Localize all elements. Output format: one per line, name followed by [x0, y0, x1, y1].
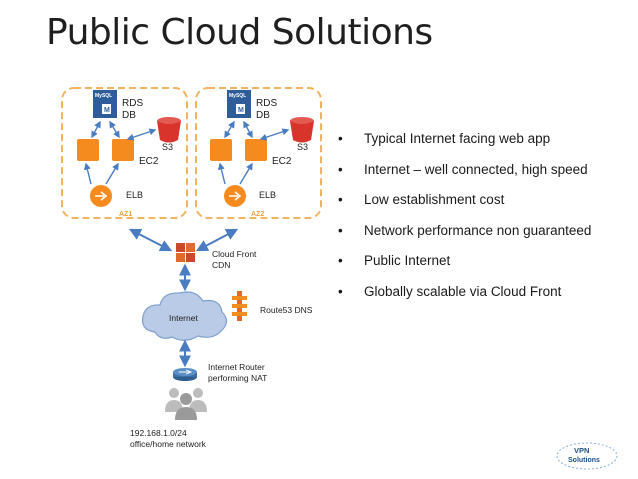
network-label: office/home network	[130, 439, 207, 449]
svg-text:VPN: VPN	[574, 446, 589, 455]
router-icon	[173, 368, 197, 381]
route53-label: Route53 DNS	[260, 305, 313, 315]
ec2-instance-icon	[245, 139, 267, 161]
db-label: DB	[122, 110, 136, 121]
bullet-item: •Typical Internet facing web app	[338, 131, 551, 146]
az-label: AZ2	[251, 211, 264, 218]
cloudfront-icon	[176, 243, 195, 262]
page-title: Public Cloud Solutions	[46, 12, 433, 53]
connector-arrow	[128, 228, 173, 252]
elb-label: ELB	[126, 190, 143, 200]
s3-bucket-icon	[290, 117, 314, 143]
bullet-text: Low establishment cost	[364, 192, 505, 208]
bullet-text: Network performance non guaranteed	[364, 222, 592, 238]
connector-arrow	[195, 228, 239, 252]
ec2-label: EC2	[272, 156, 292, 167]
subnet-label: 192.168.1.0/24	[130, 428, 187, 438]
bullet-item: •Internet – well connected, high speed	[338, 161, 588, 177]
svg-text:Solutions: Solutions	[568, 457, 600, 464]
bullet-item: •Network performance non guaranteed	[338, 222, 592, 238]
bullet-list: •Typical Internet facing web app •Intern…	[338, 124, 591, 308]
rds-label: RDS	[122, 98, 143, 109]
cdn-label: CDN	[212, 260, 230, 270]
bullet-text: Typical Internet facing web app	[364, 131, 551, 146]
bullet-item: •Public Internet	[338, 253, 451, 269]
svg-text:MySQL: MySQL	[229, 93, 246, 99]
availability-zone-1: AZ1 MySQL M RDS DB S3 EC2 ELB	[61, 87, 188, 219]
availability-zone-2: AZ2 MySQL M RDS DB S3 EC2 ELB	[195, 87, 322, 219]
bullet-text: Public Internet	[364, 253, 451, 269]
rds-mysql-icon: MySQL M	[227, 90, 251, 118]
svg-text:MySQL: MySQL	[95, 93, 112, 99]
s3-label: S3	[297, 142, 308, 152]
ec2-instance-icon	[210, 139, 232, 161]
bullet-text: Internet – well connected, high speed	[364, 161, 588, 177]
users-icon	[165, 388, 207, 420]
bullet-item: •Low establishment cost	[338, 192, 505, 208]
nat-label: performing NAT	[208, 373, 267, 383]
cloudfront-label: Cloud Front	[212, 249, 257, 259]
route53-icon	[232, 291, 247, 321]
s3-label: S3	[162, 142, 173, 152]
router-label: Internet Router	[208, 362, 265, 372]
elb-label: ELB	[259, 190, 276, 200]
svg-text:M: M	[238, 107, 244, 114]
bullet-text: Globally scalable via Cloud Front	[364, 283, 562, 299]
az-label: AZ1	[119, 211, 132, 218]
svg-text:M: M	[104, 107, 110, 114]
s3-bucket-icon	[157, 117, 181, 143]
internet-label: Internet	[169, 313, 198, 323]
ec2-instance-icon	[112, 139, 134, 161]
rds-label: RDS	[256, 98, 277, 109]
ec2-instance-icon	[77, 139, 99, 161]
rds-mysql-icon: MySQL M	[93, 90, 117, 118]
elb-icon	[224, 185, 246, 207]
db-label: DB	[256, 110, 270, 121]
elb-icon	[90, 185, 112, 207]
ec2-label: EC2	[139, 156, 159, 167]
vpn-solutions-logo: VPN Solutions	[556, 442, 618, 470]
bullet-item: •Globally scalable via Cloud Front	[338, 283, 562, 299]
